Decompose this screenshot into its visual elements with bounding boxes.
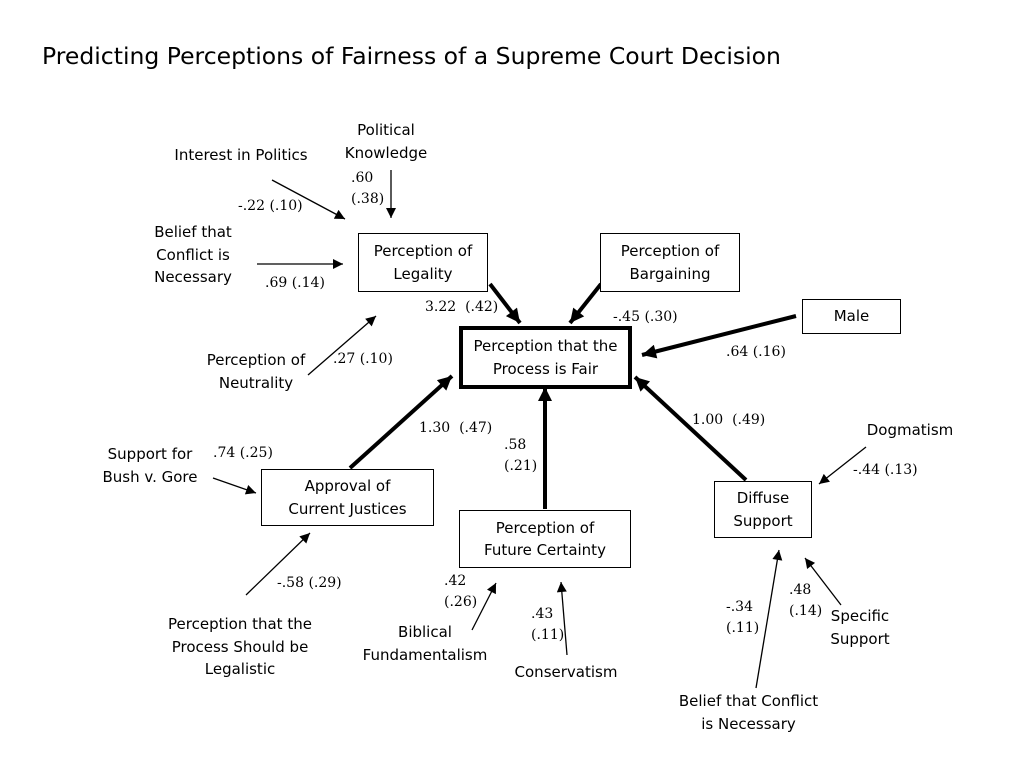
- arrow-diffuse-to-fair: [633, 375, 748, 482]
- node-label-line: Legality: [393, 264, 453, 283]
- arrow-legalistic: [245, 532, 311, 596]
- label-line: Knowledge: [344, 143, 428, 162]
- label-line: Conservatism: [514, 663, 618, 681]
- node-approval-of-current-justices: Approval of Current Justices: [261, 469, 434, 526]
- coef-belief-conflict-bottom: -.34 (.11): [726, 597, 759, 639]
- label-dogmatism: Dogmatism: [855, 419, 965, 442]
- coef-approval-to-fair: 1.30 (.47): [419, 420, 493, 436]
- coef-political-knowledge: .60 (.38): [351, 168, 384, 210]
- node-label-line: Perception that the: [473, 337, 618, 355]
- label-line: Legalistic: [204, 660, 276, 678]
- coef-line: -.34: [726, 599, 753, 615]
- coef-specific-support: .48 (.14): [789, 580, 822, 622]
- node-label-line: Perception of: [620, 242, 720, 260]
- arrow-conservatism: [556, 581, 568, 656]
- label-belief-conflict-top: Belief that Conflict is Necessary: [138, 221, 248, 289]
- label-line: Bush v. Gore: [102, 467, 198, 486]
- node-label-line: Perception of: [495, 518, 595, 537]
- coef-bargaining-to-fair: -.45 (.30): [613, 309, 678, 325]
- label-line: Belief that Conflict: [678, 692, 819, 710]
- coef-conservatism: .43 (.11): [531, 604, 564, 646]
- label-line: Perception of: [206, 351, 306, 369]
- node-label-line: Current Justices: [288, 499, 407, 518]
- coef-dogmatism: -.44 (.13): [853, 462, 918, 478]
- coef-bush-v-gore: .74 (.25): [213, 445, 273, 461]
- diagram-title: Predicting Perceptions of Fairness of a …: [42, 42, 781, 70]
- arrow-dogmatism: [818, 446, 867, 485]
- arrow-neutrality: [307, 315, 377, 376]
- label-line: Support: [830, 629, 890, 648]
- label-interest-in-politics: Interest in Politics: [166, 144, 316, 167]
- node-process-is-fair: Perception that the Process is Fair: [459, 326, 632, 389]
- arrow-legality-to-fair: [488, 282, 522, 325]
- arrow-belief-conflict-bottom: [755, 549, 783, 689]
- label-line: Belief that: [154, 223, 232, 241]
- coef-line: .58: [504, 437, 527, 453]
- coef-male: .64 (.16): [726, 344, 786, 360]
- label-line: Fundamentalism: [362, 645, 488, 664]
- arrow-bush-v-gore: [212, 477, 257, 495]
- label-biblical-fundamentalism: Biblical Fundamentalism: [355, 621, 495, 666]
- coef-legality-to-fair: 3.22 (.42): [425, 299, 499, 315]
- coef-line: .48: [789, 582, 812, 598]
- coef-line: .60: [351, 170, 374, 186]
- label-line: Interest in Politics: [174, 146, 308, 164]
- label-line: Perception that the: [168, 615, 312, 633]
- node-label-line: Male: [833, 307, 870, 326]
- label-support-bush-v-gore: Support for Bush v. Gore: [90, 443, 210, 488]
- label-line: Support for: [107, 445, 193, 463]
- coef-future-to-fair: .58 (.21): [504, 435, 537, 477]
- coef-line: .42: [444, 573, 467, 589]
- label-line: Process Should be: [171, 637, 309, 656]
- label-neutrality: Perception of Neutrality: [196, 349, 316, 394]
- label-line: is Necessary: [701, 714, 796, 733]
- coef-line: .43: [531, 606, 554, 622]
- label-process-should-be-legalistic: Perception that the Process Should be Le…: [160, 613, 320, 681]
- coef-belief-conflict-top: .69 (.14): [265, 275, 325, 291]
- node-label-line: Future Certainty: [484, 541, 606, 559]
- arrow-bargaining-to-fair: [568, 282, 603, 325]
- node-label-line: Support: [733, 511, 793, 530]
- label-line: Necessary: [154, 268, 232, 286]
- coef-line: (.38): [351, 191, 385, 207]
- label-line: Political: [357, 121, 415, 139]
- coef-diffuse-to-fair: 1.00 (.49): [692, 412, 766, 428]
- node-label-line: Process is Fair: [492, 359, 599, 378]
- coef-line: (.11): [726, 620, 760, 636]
- node-label-line: Perception of: [373, 242, 473, 260]
- coef-legalistic: -.58 (.29): [277, 575, 342, 591]
- node-perception-of-bargaining: Perception of Bargaining: [600, 233, 740, 292]
- label-line: Conflict is: [156, 245, 230, 264]
- node-label-line: Diffuse: [736, 489, 790, 507]
- node-label-line: Bargaining: [629, 264, 711, 283]
- label-belief-conflict-bottom: Belief that Conflict is Necessary: [661, 690, 836, 735]
- arrow-interest-in-politics: [271, 179, 346, 220]
- node-future-certainty: Perception of Future Certainty: [459, 510, 631, 568]
- coef-line: (.21): [504, 458, 538, 474]
- label-political-knowledge: Political Knowledge: [336, 119, 436, 164]
- label-conservatism: Conservatism: [506, 661, 626, 684]
- coef-line: (.14): [789, 603, 823, 619]
- label-specific-support: Specific Support: [815, 605, 905, 650]
- node-label-line: Approval of: [304, 477, 391, 495]
- arrow-male-to-fair: [641, 314, 797, 359]
- label-line: Dogmatism: [866, 421, 954, 439]
- coef-biblical: .42 (.26): [444, 571, 477, 613]
- node-perception-of-legality: Perception of Legality: [358, 233, 488, 292]
- node-diffuse-support: Diffuse Support: [714, 481, 812, 538]
- label-line: Biblical: [398, 623, 452, 641]
- coef-interest-in-politics: -.22 (.10): [238, 198, 303, 214]
- coef-neutrality: .27 (.10): [333, 351, 393, 367]
- node-male: Male: [802, 299, 901, 334]
- label-line: Specific: [830, 607, 890, 625]
- arrow-biblical: [471, 582, 497, 631]
- label-line: Neutrality: [218, 373, 294, 392]
- arrow-approval-to-fair: [348, 374, 454, 470]
- coef-line: (.26): [444, 594, 478, 610]
- coef-line: (.11): [531, 627, 565, 643]
- arrow-specific-support: [804, 557, 842, 606]
